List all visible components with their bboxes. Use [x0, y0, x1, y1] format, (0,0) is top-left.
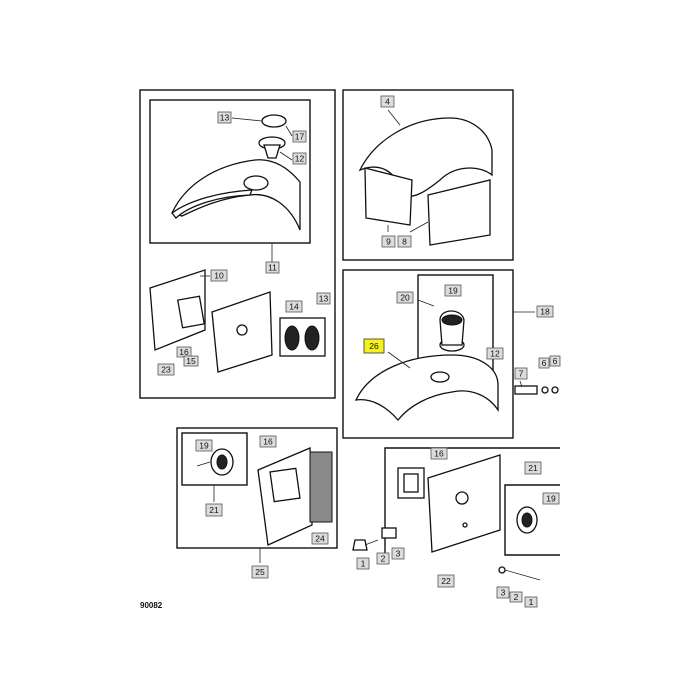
- panel-top-right: [342, 89, 514, 261]
- callout-label: 19: [448, 286, 458, 296]
- callout-18: 18: [536, 305, 554, 318]
- panel-top-left: [139, 89, 336, 399]
- callout-12-b: 12: [486, 347, 504, 360]
- callout-label: 10: [214, 271, 224, 281]
- callout-label: 4: [385, 97, 390, 107]
- callout-12-a: 12: [292, 152, 307, 165]
- callout-label: 6: [542, 358, 547, 368]
- callout-label: 16: [179, 347, 189, 357]
- callout-label: 13: [319, 294, 329, 304]
- callout-label: 21: [528, 463, 538, 473]
- panel-middle-right: [342, 269, 559, 439]
- callout-label: 2: [381, 554, 386, 564]
- callout-label: 11: [268, 263, 277, 273]
- callout-19-a: 19: [444, 284, 462, 297]
- callout-26-highlighted: 26: [363, 338, 385, 354]
- callout-25: 25: [251, 565, 269, 579]
- callout-21-a: 21: [205, 503, 223, 517]
- callout-label: 16: [263, 437, 273, 447]
- callout-label: 17: [295, 132, 305, 142]
- callout-label: 1: [529, 597, 534, 607]
- callout-label: 7: [519, 369, 524, 379]
- callout-2-a: 2: [376, 552, 390, 565]
- callout-label: 19: [199, 441, 209, 451]
- callout-1-b: 1: [524, 596, 538, 608]
- callout-11: 11: [265, 261, 280, 274]
- callout-label: 20: [400, 293, 410, 303]
- callout-6-a: 6: [538, 357, 550, 369]
- callout-label: 25: [255, 567, 265, 577]
- callout-21-b: 21: [524, 461, 542, 475]
- callout-13-b: 13: [316, 292, 331, 305]
- callout-9: 9: [381, 235, 396, 248]
- callout-2-b: 2: [509, 591, 523, 603]
- callout-19-b: 19: [195, 439, 213, 452]
- callout-19-c: 19: [542, 492, 560, 505]
- drawing-number: 90082: [140, 601, 163, 610]
- callout-23: 23: [157, 363, 175, 376]
- callout-label: 9: [386, 237, 391, 247]
- callout-label: 26: [369, 341, 379, 351]
- callout-16-b: 16: [259, 435, 277, 448]
- callout-14: 14: [285, 300, 303, 313]
- callout-label: 1: [361, 559, 366, 569]
- callout-label: 22: [441, 576, 451, 586]
- callout-label: 23: [161, 365, 171, 375]
- callout-label: 3: [501, 588, 506, 598]
- callout-17: 17: [292, 130, 307, 143]
- callout-3-b: 3: [496, 586, 510, 599]
- callout-15: 15: [183, 355, 199, 367]
- callout-label: 3: [396, 549, 401, 559]
- callout-label: 8: [402, 237, 407, 247]
- callout-label: 16: [434, 449, 444, 459]
- callout-label: 13: [220, 113, 230, 123]
- callout-7: 7: [514, 367, 528, 380]
- callout-1-a: 1: [356, 557, 370, 570]
- callout-label: 14: [289, 302, 299, 312]
- callout-16-c: 16: [430, 447, 448, 460]
- callout-4: 4: [380, 95, 395, 108]
- callout-8: 8: [397, 235, 412, 248]
- callout-label: 21: [209, 505, 219, 515]
- callout-20: 20: [396, 291, 414, 304]
- callout-13-a: 13: [217, 111, 232, 124]
- callout-6-b: 6: [549, 355, 561, 367]
- callout-22: 22: [437, 574, 455, 588]
- callout-label: 12: [490, 349, 500, 359]
- callout-label: 15: [186, 356, 196, 366]
- panel-lower-right: [352, 447, 560, 581]
- callout-10: 10: [210, 269, 228, 282]
- callout-24: 24: [311, 532, 329, 545]
- callout-label: 12: [295, 154, 305, 164]
- panel-lower-left: [176, 427, 338, 563]
- callout-label: 2: [514, 592, 519, 602]
- callout-label: 6: [553, 356, 558, 366]
- callout-label: 19: [546, 494, 556, 504]
- callout-label: 18: [540, 307, 550, 317]
- callout-3-a: 3: [391, 547, 405, 560]
- callout-label: 24: [315, 534, 325, 544]
